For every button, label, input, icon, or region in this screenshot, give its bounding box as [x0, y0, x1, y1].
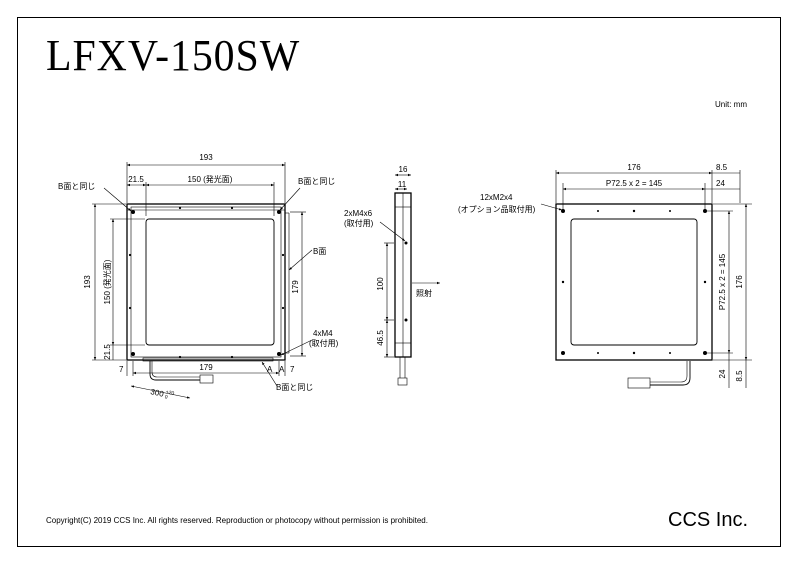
cable [149, 361, 200, 381]
leader-line [261, 361, 278, 387]
dim-179-bottom: 179 [199, 363, 213, 372]
leader-line [280, 339, 313, 356]
emitting-area [145, 218, 275, 346]
dim-21-5-bottom: 21.5 [103, 344, 112, 360]
option-hole [703, 351, 707, 355]
front-housing-outline [126, 203, 286, 361]
label-mount-holes: 4xM4 [313, 329, 333, 338]
option-hole [632, 351, 636, 355]
cable-length-label: 300 +20 0 [150, 387, 175, 401]
dim-11: 11 [398, 180, 407, 189]
copyright-notice: Copyright(C) 2019 CCS Inc. All rights re… [46, 516, 428, 525]
mount-hole [277, 352, 281, 356]
dim-7-left: 7 [119, 365, 124, 374]
leader-line [379, 221, 406, 242]
label-b-same-right: B面と同じ [298, 177, 335, 186]
label-b-same-left: B面と同じ [58, 182, 95, 191]
label-mount-use: (取付用) [309, 338, 339, 348]
dim-176-top: 176 [627, 163, 641, 172]
dim-193-top: 193 [199, 153, 213, 162]
front-bottom-strip [142, 357, 274, 362]
option-hole [632, 209, 636, 213]
option-hole [703, 209, 707, 213]
front-inner-outline [130, 206, 282, 358]
label-a-left: A [267, 365, 273, 374]
connector [199, 374, 214, 384]
dim-8-5-bottom: 8.5 [735, 370, 744, 382]
label-a-right: A [279, 365, 285, 374]
option-hole [669, 210, 671, 212]
rear-inner-panel [570, 218, 698, 346]
drawing-title: LFXV-150SW [46, 31, 301, 80]
label-b-face: B面 [313, 247, 326, 256]
label-option-holes: 12xM2x4 [480, 193, 513, 202]
dim-193-left: 193 [83, 275, 92, 289]
leader-line [288, 249, 313, 271]
dim-150-emit: 150 (発光面) [188, 174, 233, 184]
leader-line [279, 187, 301, 211]
unit-label: Unit: mm [715, 100, 747, 109]
side-view: 16 11 2xM4x6 (取付用) 100 46.5 照射 [344, 165, 440, 386]
option-hole [669, 352, 671, 354]
screw-dot [281, 306, 285, 310]
screw-dot [230, 206, 234, 210]
label-irradiation: 照射 [416, 288, 432, 298]
dim-100: 100 [376, 277, 385, 291]
screw-dot [128, 306, 132, 310]
side-cable [399, 357, 406, 378]
front-view: 193 21.5 150 (発光面) B面と同じ B面と同じ B面 193 15… [58, 153, 339, 401]
dim-cable-tol-plus: +20 [165, 389, 175, 397]
label-side-holes-use: (取付用) [344, 218, 374, 228]
side-hole [404, 318, 408, 322]
rear-cable [650, 361, 688, 383]
dim-46-5: 46.5 [376, 330, 385, 346]
dim-24-bottom: 24 [718, 369, 727, 378]
mount-hole [277, 210, 281, 214]
option-hole [561, 280, 565, 284]
dim-150-emit-v: 150 (発光面) [102, 259, 112, 304]
dim-cable-tol-minus: 0 [164, 394, 168, 400]
screw-dot [178, 355, 182, 359]
screw-dot [128, 253, 132, 257]
mount-hole [131, 210, 135, 214]
option-hole [597, 210, 599, 212]
dim-176-right: 176 [735, 275, 744, 289]
dim-16: 16 [399, 165, 408, 174]
drawing-frame [17, 17, 781, 547]
rear-housing [555, 203, 713, 361]
dim-179-right: 179 [291, 280, 300, 294]
screw-dot [281, 253, 285, 257]
label-option-holes-use: (オプション品取付用) [458, 204, 536, 214]
leader-line [540, 203, 563, 211]
dim-pitch-h: P72.5 x 2 = 145 [606, 179, 663, 188]
label-side-holes: 2xM4x6 [344, 209, 373, 218]
dim-line-cable [130, 385, 191, 399]
dim-cable-length: 300 [150, 387, 165, 399]
cable [151, 361, 200, 378]
screw-dot [230, 355, 234, 359]
rear-cable [650, 361, 691, 386]
rear-connector [627, 377, 651, 389]
mount-hole [131, 352, 135, 356]
label-b-same-bottom: B面と同じ [276, 383, 313, 392]
dim-24-top: 24 [716, 179, 725, 188]
rear-view: 176 8.5 P72.5 x 2 = 145 24 12xM2x4 (オプショ… [458, 163, 752, 389]
option-hole [561, 351, 565, 355]
option-hole [703, 280, 707, 284]
company-name: CCS Inc. [668, 509, 749, 531]
dim-21-5-top: 21.5 [128, 175, 144, 184]
side-connector [397, 377, 408, 386]
dim-7-right: 7 [290, 365, 295, 374]
dim-8-5-top: 8.5 [716, 163, 728, 172]
screw-dot [178, 206, 182, 210]
option-hole [597, 352, 599, 354]
dim-pitch-v: P72.5 x 2 = 145 [718, 253, 727, 310]
side-hole [404, 241, 408, 245]
leader-line [103, 187, 132, 212]
